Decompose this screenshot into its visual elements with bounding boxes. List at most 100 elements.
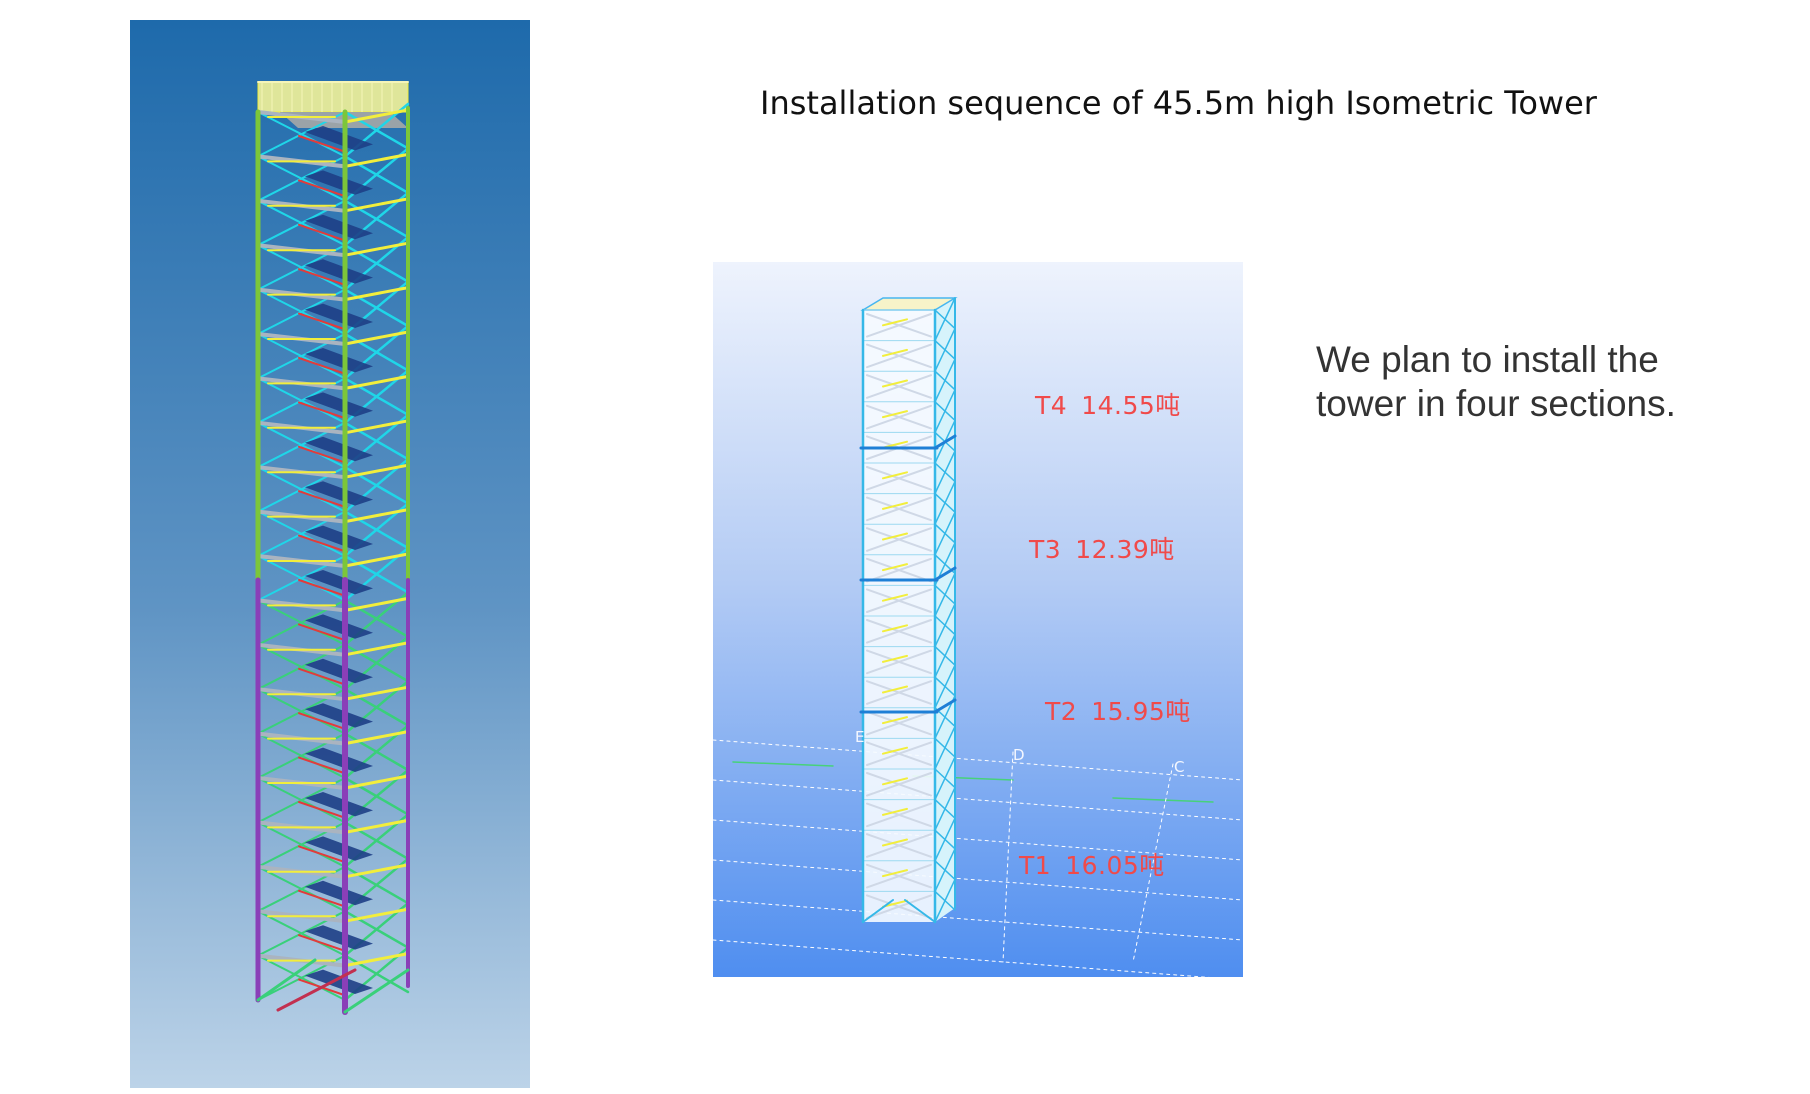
bay-brace	[866, 404, 932, 430]
grid-axis	[732, 761, 834, 767]
stair-rail	[298, 135, 348, 154]
floor-beam	[343, 463, 410, 479]
bay-brace	[866, 741, 932, 766]
plan-description: We plan to install the tower in four sec…	[1316, 338, 1736, 426]
stair-segment	[882, 716, 908, 725]
stair-flight	[305, 303, 373, 328]
side-brace	[934, 572, 956, 617]
plan-line-1: We plan to install the	[1316, 339, 1659, 380]
stair-flight	[305, 969, 373, 994]
floor-beam	[343, 952, 410, 968]
stair-flight	[305, 570, 373, 595]
floor-beam	[343, 730, 410, 746]
stair-flight	[305, 747, 373, 772]
section-id: T4	[1035, 391, 1068, 420]
floor-beam	[343, 685, 410, 701]
base-brace	[256, 958, 317, 1002]
stair-flight	[305, 214, 373, 240]
floor-beam	[343, 108, 410, 124]
side-brace	[934, 878, 956, 923]
ground-grid	[713, 739, 1243, 977]
stair-rail	[298, 889, 348, 909]
side-brace	[934, 358, 956, 403]
base-brace	[904, 899, 936, 923]
stair-rail	[298, 445, 348, 465]
stair-segment	[882, 410, 908, 419]
side-brace	[934, 786, 956, 831]
stair-flight	[305, 703, 373, 728]
grid-line	[1002, 751, 1014, 963]
stair-segment	[882, 318, 908, 327]
bay-brace	[866, 374, 932, 399]
bay-brace	[866, 343, 932, 369]
stair-rail	[298, 401, 348, 420]
side-brace	[934, 848, 956, 893]
bay-brace	[866, 557, 932, 583]
stair-segment	[882, 654, 908, 663]
floor-beam	[343, 508, 410, 524]
floor-beam	[343, 774, 410, 790]
section-weight: 15.95吨	[1091, 697, 1191, 726]
floor-beam	[343, 552, 410, 568]
stair-flight	[305, 525, 373, 550]
bay-brace	[866, 588, 932, 613]
grid-label-c: C	[1174, 758, 1185, 776]
stair-rail	[298, 179, 348, 198]
floor-beam	[343, 641, 410, 657]
stair-rail	[298, 490, 348, 509]
floor-beam	[343, 286, 410, 302]
grid-line	[713, 779, 1243, 821]
bay-brace	[866, 802, 932, 828]
bay-brace	[866, 466, 932, 491]
stair-rail	[298, 845, 348, 864]
floor-beam	[343, 419, 410, 435]
side-brace	[934, 327, 956, 372]
stair-segment	[882, 746, 908, 755]
stair-segment	[882, 593, 908, 602]
grid-axis	[1112, 797, 1214, 803]
model-background	[130, 20, 530, 1088]
bay-brace	[866, 649, 932, 675]
stair-segment	[882, 471, 908, 480]
stair-rail	[298, 357, 348, 376]
section-id: T2	[1045, 697, 1078, 726]
stair-segment	[882, 563, 908, 572]
grid-line	[713, 859, 1243, 901]
isometric-tower-model	[255, 81, 410, 1015]
page-title: Installation sequence of 45.5m high Isom…	[760, 84, 1597, 122]
bay-brace	[866, 894, 932, 919]
stair-segment	[882, 624, 908, 633]
bay-brace	[866, 863, 932, 889]
grid-line	[713, 899, 1243, 941]
section-weight: 16.05吨	[1065, 851, 1165, 880]
stair-rail	[298, 934, 348, 953]
tower-sections-svg	[713, 262, 1243, 977]
stair-segment	[882, 838, 908, 847]
grid-label-d: D	[1013, 746, 1025, 764]
stair-flight	[305, 392, 373, 417]
side-brace	[934, 817, 956, 862]
stair-flight	[305, 259, 373, 284]
stair-flight	[305, 792, 373, 817]
grid-line	[713, 739, 1243, 781]
side-brace	[934, 664, 956, 709]
section-divider	[933, 434, 957, 450]
floor-beam	[343, 818, 410, 834]
stair-flight	[305, 126, 373, 151]
side-brace	[934, 725, 956, 770]
diagram-background	[713, 262, 1243, 977]
bay-brace	[866, 710, 932, 736]
stair-segment	[882, 807, 908, 816]
bay-brace	[866, 313, 932, 338]
grid-label-e: E	[855, 728, 865, 746]
floor-beam	[343, 907, 410, 923]
bay-brace	[866, 772, 932, 797]
stair-flight	[305, 836, 373, 861]
side-brace	[934, 603, 956, 648]
stair-rail	[298, 579, 348, 598]
stair-segment	[882, 379, 908, 388]
section-weight: 14.55吨	[1081, 391, 1181, 420]
stair-segment	[882, 777, 908, 786]
